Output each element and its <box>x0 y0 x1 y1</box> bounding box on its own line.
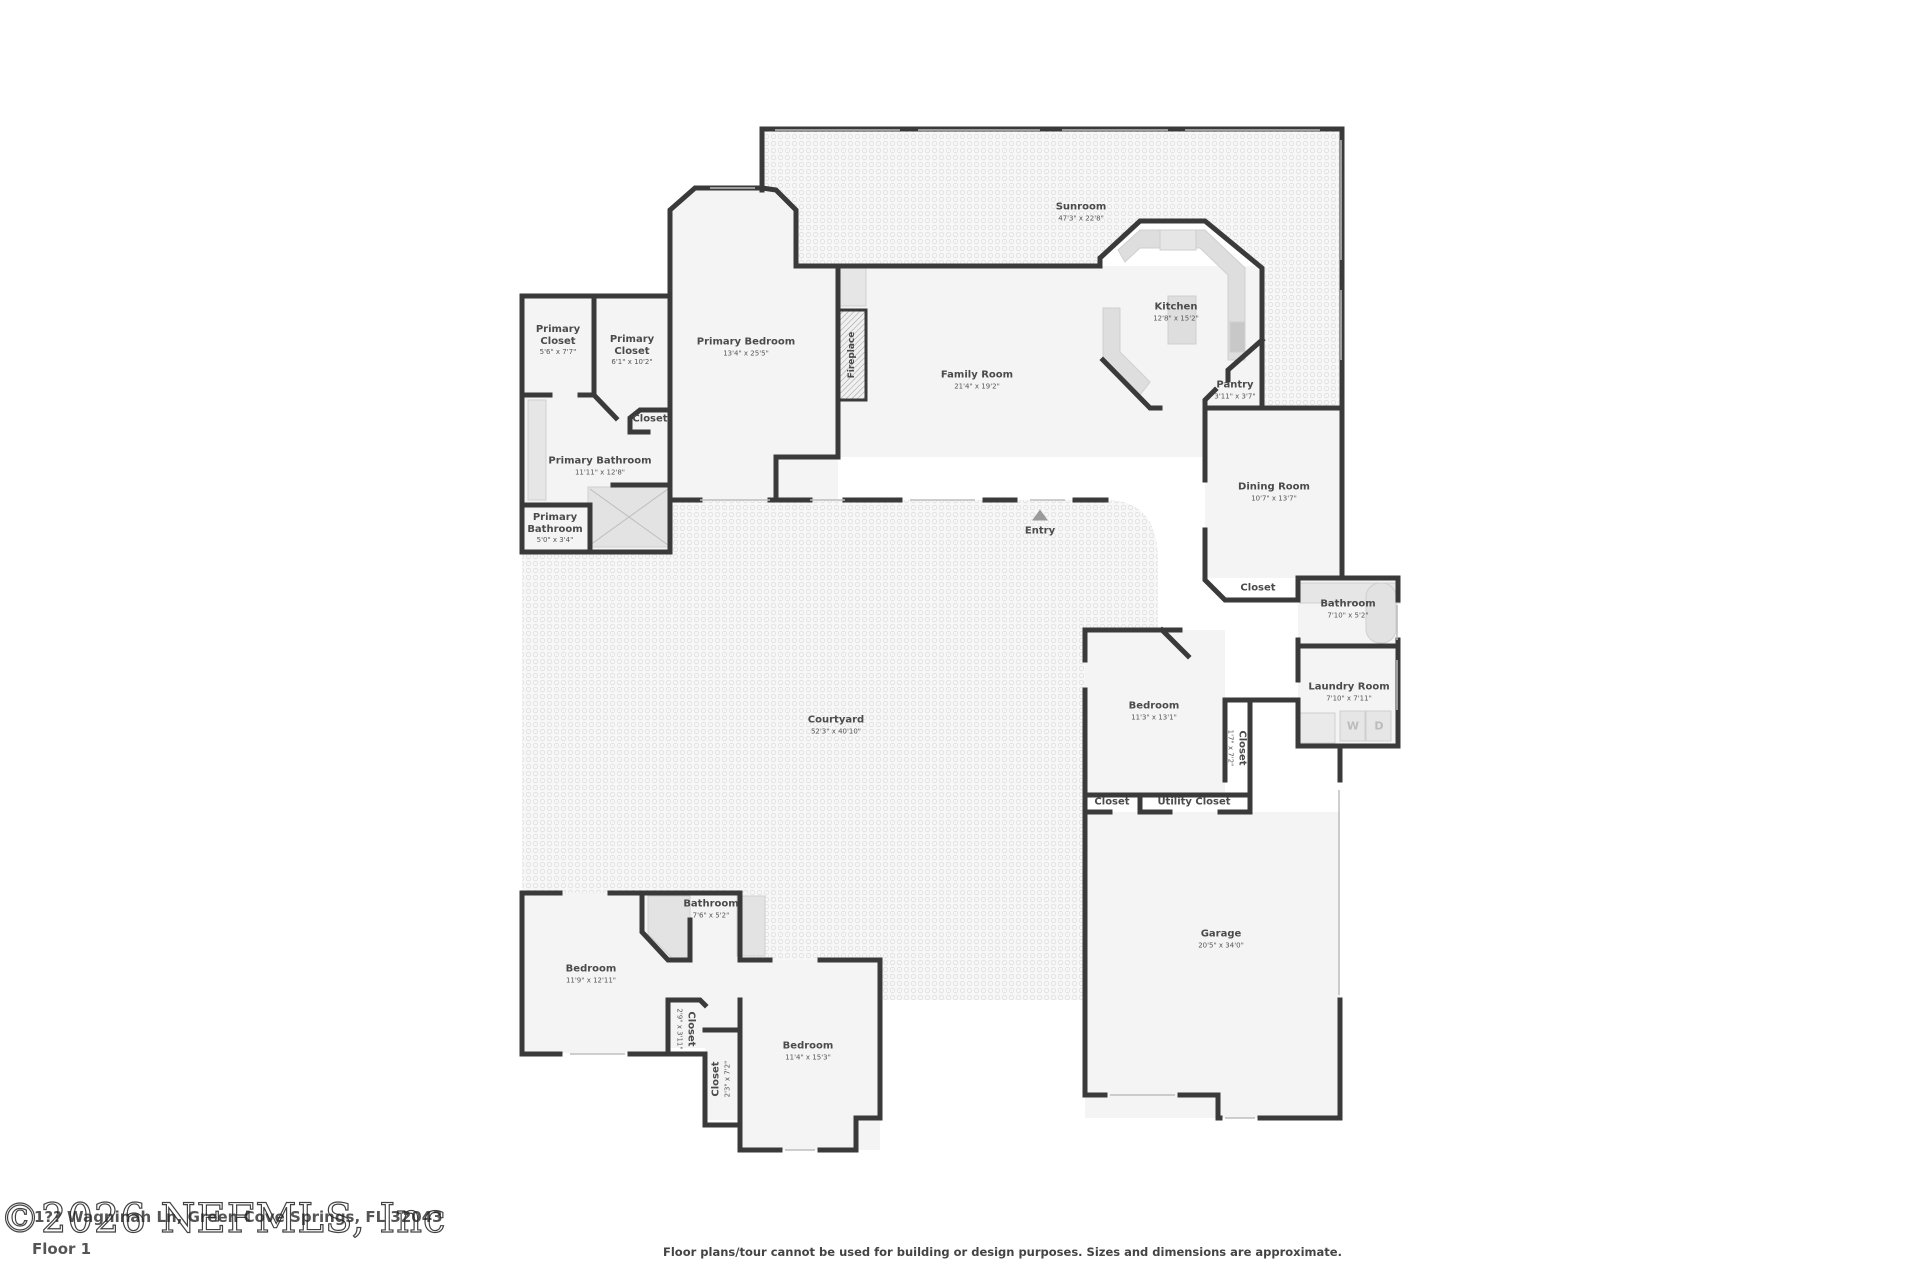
room-name: Bathroom <box>683 898 739 910</box>
room-name: Dining Room <box>1238 481 1310 493</box>
room-name: Closet <box>685 1011 697 1047</box>
room-dimensions: 2'3" x 7'2" <box>723 1060 732 1098</box>
copyright-watermark: ©2026 NEFMLS, Inc <box>0 1195 447 1242</box>
room-sunroom: Sunroom 47'3" x 22'8" <box>1056 202 1107 223</box>
walls <box>519 126 1401 1153</box>
room-dimensions: 3'11" x 3'7" <box>1214 392 1256 401</box>
room-dimensions: 1'7" x 7'2" <box>1226 729 1235 767</box>
dryer-icon: D <box>1374 719 1384 733</box>
disclaimer-text: Floor plans/tour cannot be used for buil… <box>663 1245 1342 1259</box>
fireplace-hatch <box>836 308 868 402</box>
room-garage: Garage 20'5" x 34'0" <box>1198 929 1244 950</box>
room-name: Closet <box>1094 796 1130 808</box>
room-courtyard: Courtyard 52'3" x 40'10" <box>808 715 864 736</box>
room-dimensions: 20'5" x 34'0" <box>1198 941 1244 950</box>
room-dining-room: Dining Room 10'7" x 13'7" <box>1238 482 1310 503</box>
washer-icon: W <box>1346 719 1360 733</box>
room-name: Family Room <box>940 369 1014 381</box>
room-closet-left-tall: Closet 2'3" x 7'2" <box>711 1061 732 1098</box>
room-primary-bedroom: Primary Bedroom 13'4" x 25'5" <box>697 337 795 358</box>
room-dimensions: 10'7" x 13'7" <box>1251 494 1297 503</box>
floor-label: Floor 1 <box>32 1240 92 1258</box>
entry-arrow-icon <box>1032 509 1048 521</box>
room-name: Fireplace <box>846 331 857 379</box>
room-family-room: Family Room 21'4" x 19'2" <box>941 370 1013 391</box>
room-dimensions: 52'3" x 40'10" <box>810 727 862 736</box>
room-name: Closet <box>632 413 668 425</box>
room-primary-closet-small: Closet <box>632 413 667 425</box>
room-bedroom-left: Bedroom 11'9" x 12'11" <box>566 964 617 985</box>
room-name: Closet <box>1236 730 1248 766</box>
room-dimensions: 12'8" x 15'2" <box>1153 314 1199 323</box>
room-closet-bedroom-right: Closet 1'7" x 7'2" <box>1227 730 1248 767</box>
room-dimensions: 7'10" x 7'11" <box>1326 694 1372 703</box>
room-dimensions: 6'1" x 10'2" <box>611 357 653 366</box>
room-kitchen: Kitchen 12'8" x 15'2" <box>1153 302 1199 323</box>
room-dimensions: 21'4" x 19'2" <box>954 382 1000 391</box>
room-dimensions: 11'4" x 15'3" <box>785 1053 831 1062</box>
room-dimensions: 11'11" x 12'8" <box>574 468 626 477</box>
room-dimensions: 2'9" x 3'11" <box>675 1008 684 1050</box>
room-dimensions: 47'3" x 22'8" <box>1058 214 1104 223</box>
room-primary-closet-2: Primary Closet 6'1" x 10'2" <box>607 334 657 366</box>
room-name: Pantry <box>1216 379 1254 391</box>
room-dimensions: 5'0" x 3'4" <box>536 535 574 544</box>
room-name: Sunroom <box>1055 201 1107 213</box>
room-dimensions: 11'3" x 13'1" <box>1131 713 1177 722</box>
room-bathroom-left: Bathroom 7'6" x 5'2" <box>683 899 738 920</box>
room-dimensions: 7'6" x 5'2" <box>692 911 730 920</box>
room-name: Primary Closet <box>609 333 655 357</box>
room-name: Closet <box>710 1061 722 1097</box>
room-closet-dining: Closet <box>1240 582 1275 594</box>
room-closet-small-right: Closet <box>1094 796 1129 808</box>
room-name: Courtyard <box>807 714 865 726</box>
room-dimensions: 11'9" x 12'11" <box>565 976 617 985</box>
room-utility-closet: Utility Closet <box>1157 796 1230 808</box>
room-closet-left-small: Closet 2'9" x 3'11" <box>676 1008 697 1049</box>
room-name: Laundry Room <box>1308 681 1390 693</box>
room-dimensions: 13'4" x 25'5" <box>723 349 769 358</box>
room-dimensions: 7'10" x 5'2" <box>1327 611 1369 620</box>
room-name: Bathroom <box>1320 598 1376 610</box>
room-name: Bedroom <box>565 963 617 975</box>
room-primary-bathroom-small: Primary Bathroom 5'0" x 3'4" <box>525 512 585 544</box>
room-primary-closet-1: Primary Closet 5'6" x 7'7" <box>533 324 583 356</box>
room-primary-bathroom: Primary Bathroom 11'11" x 12'8" <box>548 456 651 477</box>
room-name: Primary Bathroom <box>548 455 652 467</box>
room-name: Primary Closet <box>535 323 581 347</box>
fixtures <box>527 229 1401 959</box>
room-name: Closet <box>1240 582 1276 594</box>
washer-label: W <box>1346 719 1360 734</box>
room-name: Bedroom <box>782 1040 834 1052</box>
room-laundry-room: Laundry Room 7'10" x 7'11" <box>1308 682 1389 703</box>
room-entry: Entry <box>1025 525 1055 537</box>
room-bathroom-right: Bathroom 7'10" x 5'2" <box>1320 599 1375 620</box>
room-name: Kitchen <box>1154 301 1198 313</box>
room-name: Primary Bathroom <box>527 511 583 535</box>
room-fireplace: Fireplace <box>847 332 857 379</box>
sunroom-floor <box>762 129 1342 408</box>
property-address: 1?? Wagninah Ln, Green Cove Springs, FL … <box>34 1208 443 1226</box>
dryer-label: D <box>1374 719 1384 734</box>
room-name: Bedroom <box>1128 700 1180 712</box>
room-bedroom-bottom: Bedroom 11'4" x 15'3" <box>783 1041 834 1062</box>
room-bedroom-right: Bedroom 11'3" x 13'1" <box>1129 701 1180 722</box>
room-name: Entry <box>1024 525 1056 537</box>
room-name: Primary Bedroom <box>696 336 796 348</box>
room-name: Utility Closet <box>1157 796 1231 808</box>
courtyard-floor <box>522 500 1158 1000</box>
room-pantry: Pantry 3'11" x 3'7" <box>1214 380 1255 401</box>
room-dimensions: 5'6" x 7'7" <box>539 347 577 356</box>
room-name: Garage <box>1200 928 1242 940</box>
windows <box>570 129 1398 1151</box>
